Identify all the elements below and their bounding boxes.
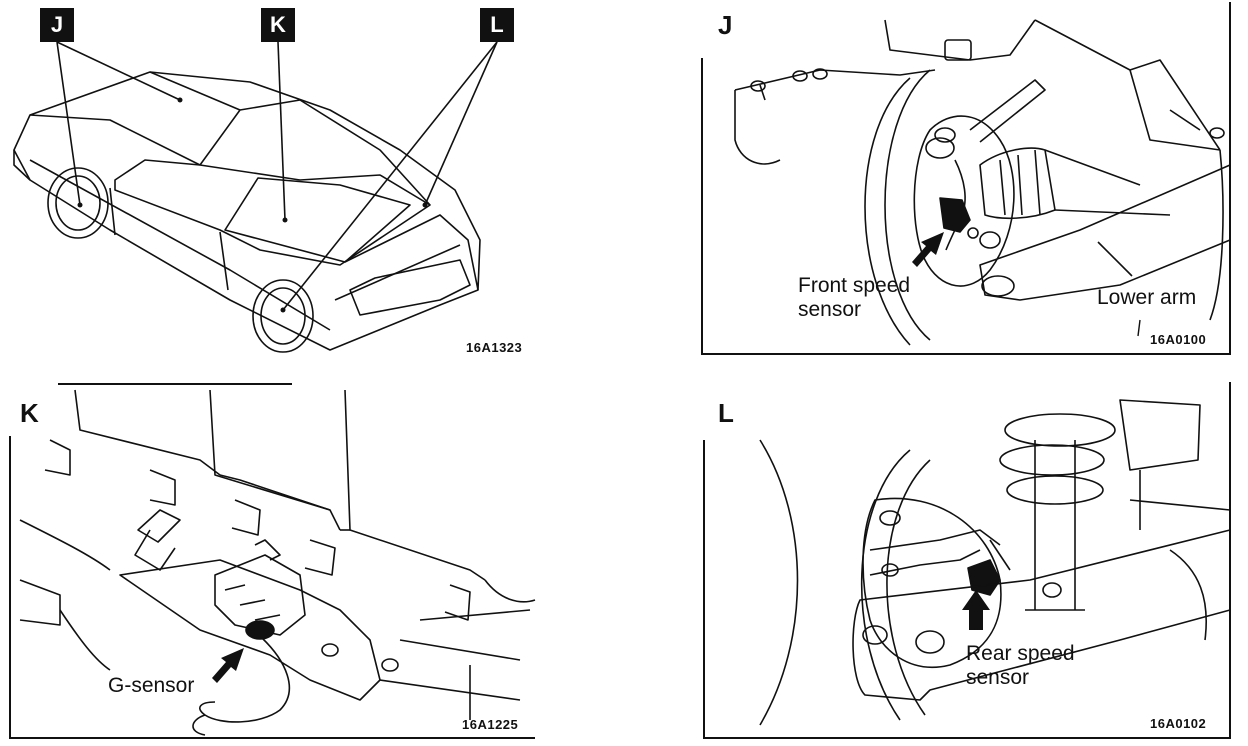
car-drawing (13, 41, 498, 353)
panel-j: J Front speed sensor Lower arm 16A0100 (700, 0, 1240, 360)
rear-wheel-drawing (703, 382, 1231, 739)
panel-k-code: 16A1225 (462, 717, 519, 732)
callout-j: J (40, 8, 74, 42)
front-wheel-drawing (701, 2, 1231, 355)
g-sensor-label: G-sensor (108, 674, 195, 697)
g-sensor-arrow (212, 648, 244, 683)
front-speed-sensor-label: Front speed sensor (798, 274, 911, 321)
overview-panel: J K L 16A1323 (0, 0, 560, 370)
panel-k: K G-sensor 16A1225 (0, 380, 545, 746)
panel-k-letter: K (20, 398, 39, 428)
rear-speed-sensor-label: Rear speed sensor (966, 642, 1075, 689)
panel-l: L Rear speed sensor 16A0102 (700, 380, 1240, 746)
overview-code: 16A1323 (466, 340, 523, 355)
panel-j-letter: J (718, 10, 733, 40)
g-sensor-drawing (9, 383, 536, 739)
front-sensor-arrow (912, 232, 944, 267)
panel-l-code: 16A0102 (1150, 716, 1207, 731)
rear-sensor-arrow (962, 590, 990, 630)
panel-l-letter: L (718, 398, 734, 428)
callout-k: K (261, 8, 295, 42)
callout-l: L (480, 8, 514, 42)
panel-j-code: 16A0100 (1150, 332, 1207, 347)
lower-arm-label: Lower arm (1097, 286, 1197, 309)
